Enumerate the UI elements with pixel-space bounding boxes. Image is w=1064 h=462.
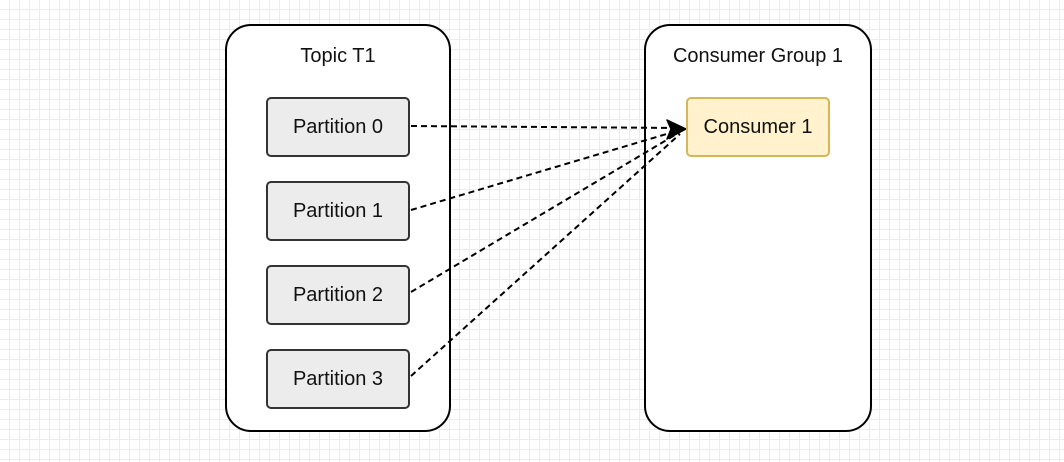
consumer-group-title: Consumer Group 1 — [672, 45, 844, 67]
partition-3[interactable]: Partition 3 — [266, 349, 410, 409]
edge-partition-2-consumer-1[interactable] — [410, 131, 681, 293]
consumer-1[interactable]: Consumer 1 — [686, 97, 830, 157]
partition-2[interactable]: Partition 2 — [266, 265, 410, 325]
consumer-group-container[interactable]: Consumer Group 1 — [644, 24, 872, 432]
partition-0[interactable]: Partition 0 — [266, 97, 410, 157]
edge-partition-0-consumer-1[interactable] — [410, 125, 681, 129]
edge-partition-1-consumer-1[interactable] — [410, 129, 681, 211]
topic-title: Topic T1 — [300, 45, 376, 67]
partition-1[interactable]: Partition 1 — [266, 181, 410, 241]
edge-partition-3-consumer-1[interactable] — [410, 133, 681, 377]
